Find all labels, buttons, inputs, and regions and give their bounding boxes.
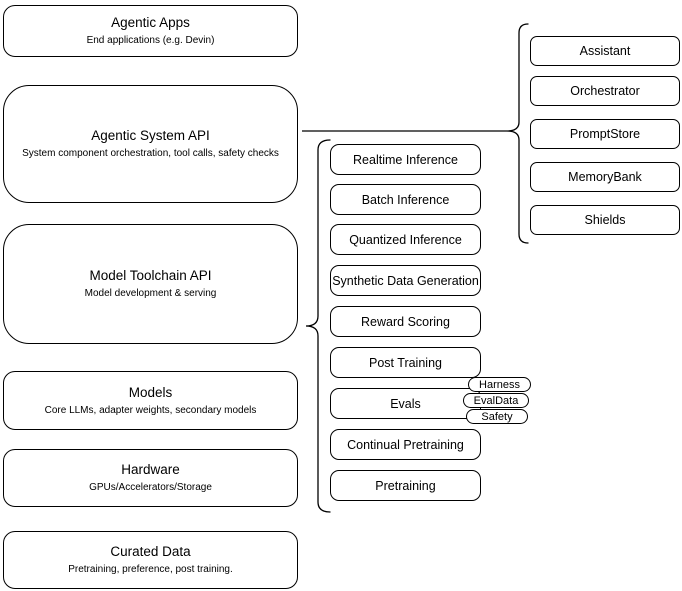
toolchain-box-evals: Evals (330, 388, 481, 419)
toolchain-box-continual-pretraining: Continual Pretraining (330, 429, 481, 460)
toolchain-box-realtime-inference: Realtime Inference (330, 144, 481, 175)
toolchain-box-pretraining: Pretraining (330, 470, 481, 501)
layer-box-agentic-system-api: Agentic System API System component orch… (3, 85, 298, 203)
layer-subtitle: System component orchestration, tool cal… (22, 148, 279, 159)
layer-subtitle: Core LLMs, adapter weights, secondary mo… (44, 404, 257, 416)
layer-box-hardware: Hardware GPUs/Accelerators/Storage (3, 449, 298, 507)
system-box-label: Shields (584, 213, 626, 227)
toolchain-box-label: Quantized Inference (349, 232, 462, 247)
system-box-memorybank: MemoryBank (530, 162, 680, 192)
layer-title: Model Toolchain API (89, 268, 212, 283)
eval-tag-label: EvalData (473, 394, 519, 407)
toolchain-box-label: Continual Pretraining (347, 437, 464, 452)
layer-subtitle: GPUs/Accelerators/Storage (89, 482, 212, 493)
eval-tag-label: Safety (481, 410, 513, 423)
layer-title: Curated Data (110, 544, 191, 559)
eval-tag-harness: Harness (468, 377, 531, 392)
toolchain-box-label: Post Training (369, 355, 442, 370)
layer-title: Models (128, 384, 173, 400)
toolchain-box-label: Reward Scoring (361, 314, 450, 329)
system-box-label: PromptStore (569, 127, 641, 141)
layer-title: Agentic System API (91, 128, 210, 143)
eval-tag-safety: Safety (466, 409, 528, 424)
brace-system-components (506, 23, 529, 244)
toolchain-box-label: Batch Inference (361, 192, 450, 207)
system-box-label: Orchestrator (570, 84, 640, 98)
toolchain-box-label: Synthetic Data Generation (332, 273, 479, 288)
system-box-promptstore: PromptStore (530, 119, 680, 149)
layer-subtitle: End applications (e.g. Devin) (86, 35, 215, 46)
system-box-shields: Shields (530, 205, 680, 235)
layer-title: Agentic Apps (111, 15, 190, 30)
system-box-orchestrator: Orchestrator (530, 76, 680, 106)
layer-title: Hardware (121, 462, 180, 477)
layer-box-curated-data: Curated Data Pretraining, preference, po… (3, 531, 298, 589)
toolchain-box-batch-inference: Batch Inference (330, 184, 481, 215)
toolchain-box-label: Evals (390, 396, 421, 411)
system-box-label: Assistant (579, 44, 631, 58)
eval-tag-label: Harness (479, 378, 520, 391)
toolchain-box-label: Pretraining (375, 478, 436, 493)
layer-subtitle: Pretraining, preference, post training. (68, 564, 233, 575)
toolchain-box-reward-scoring: Reward Scoring (330, 306, 481, 337)
brace-toolchain-components (305, 139, 331, 513)
toolchain-box-quantized-inference: Quantized Inference (330, 224, 481, 255)
system-box-label: MemoryBank (568, 170, 642, 184)
eval-tag-evaldata: EvalData (463, 393, 529, 408)
layer-box-models: Models Core LLMs, adapter weights, secon… (3, 371, 298, 430)
layer-box-agentic-apps: Agentic Apps End applications (e.g. Devi… (3, 5, 298, 57)
toolchain-box-label: Realtime Inference (353, 152, 458, 167)
layer-box-model-toolchain-api: Model Toolchain API Model development & … (3, 224, 298, 344)
layer-subtitle: Model development & serving (84, 288, 217, 299)
system-box-assistant: Assistant (530, 36, 680, 66)
toolchain-box-synthetic-data-generation: Synthetic Data Generation (330, 265, 481, 296)
toolchain-box-post-training: Post Training (330, 347, 481, 378)
